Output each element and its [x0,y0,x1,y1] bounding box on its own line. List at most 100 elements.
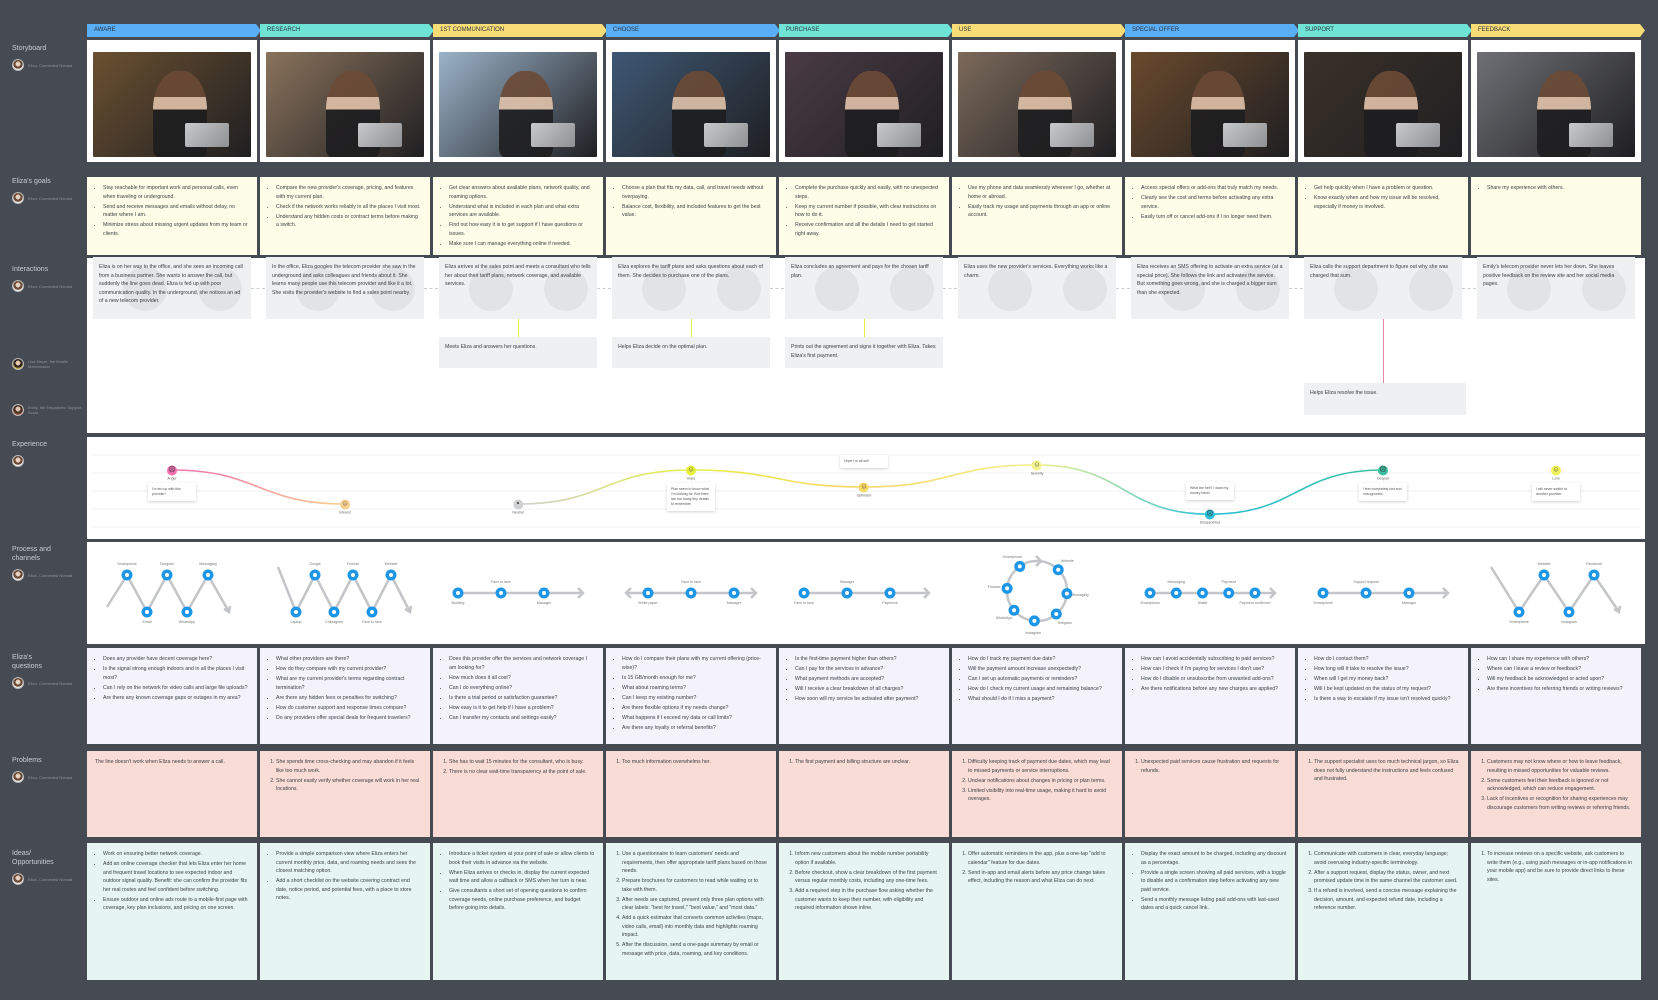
goal-card-item: Get clear answers about available plans,… [449,184,595,201]
ghost-icon [123,267,167,311]
stage-1st-communication[interactable]: 1ST COMMUNICATION [433,24,607,37]
emotion-label: Hope [686,476,696,481]
ghost-icon [1507,267,1551,311]
ideas-row: Work on ensuring better network coverage… [87,843,1641,980]
connector-line [1289,288,1303,289]
stage-feedback[interactable]: FEEDBACK [1471,24,1645,37]
idea-card-item: Add a short checklist on the website cov… [276,877,422,903]
channel-label: Friends [347,562,359,566]
idea-card-item: Inform new customers about the mobile nu… [795,850,941,867]
row-label-emily: Emily, the Empathetic Support Scout [12,398,84,416]
channel-label: Website [384,562,398,566]
emotion-point[interactable]: ☺Serenity [1031,460,1043,475]
interaction-card-eliza[interactable]: Eliza uses the new provider's services. … [958,257,1116,319]
interaction-card-eliza[interactable]: Eliza explores the tariff plans and asks… [612,257,770,319]
storyboard-photo [439,52,597,157]
idea-card-item: Add a quick estimator that converts comm… [622,914,768,940]
connector-line [1116,288,1130,289]
interaction-text: Eliza explores the tariff plans and asks… [618,264,763,279]
idea-card-item: Provide a simple comparison view where E… [276,850,422,876]
goal-card-item: Complete the purchase quickly and easily… [795,184,941,201]
connector-line [251,288,265,289]
interaction-card-lisa[interactable]: Meets Eliza and answers her questions. [439,337,597,368]
question-card-item: Does any provider have decent coverage h… [103,655,249,664]
storyboard-photo [1477,52,1635,157]
interaction-card-eliza[interactable]: In the office, Eliza googles the telecom… [266,257,424,319]
channel-label: Instagram [1561,620,1577,624]
interaction-card-lisa[interactable]: Prints out the agreement and signs it to… [785,337,943,368]
emotion-point[interactable]: ☺Interest [339,499,351,515]
interaction-card-eliza[interactable]: Eliza concludes an agreement and pays fo… [785,257,943,319]
emotion-point[interactable]: ☹Disappointed [1199,509,1221,525]
connector-line [1462,288,1476,289]
question-card-item: What happens if I exceed my data or call… [622,714,768,723]
emotion-label: Despair [1376,476,1390,481]
stage-special-offer[interactable]: SPECIAL OFFER [1125,24,1299,37]
interaction-card-eliza[interactable]: Eliza calls the support department to fi… [1304,257,1462,319]
stage-choose[interactable]: CHOOSE [606,24,780,37]
stage-purchase[interactable]: PURCHASE [779,24,953,37]
goal-card-list: Get clear answers about available plans,… [441,184,595,248]
emotion-point[interactable]: ☹Anger [167,465,177,481]
question-card-list: How can I avoid accidentally subscribing… [1133,655,1287,694]
emotion-label: Neutral [512,510,524,515]
question-card-item: Is the signal strong enough indoors and … [103,665,249,682]
goal-card-item: Know exactly when and how my issue will … [1314,194,1460,211]
goal-card-list: Share my experience with others. [1479,184,1633,193]
problem-card-item: Unclear notifications about changes in p… [968,777,1114,786]
avatar-eliza [12,280,24,292]
emotion-point[interactable]: ☹Despair [1376,465,1390,481]
channel-label: Facebook [1586,562,1602,566]
channel-label: Colleagues [325,620,343,624]
problem-card-item: Customers may not know where or how to l… [1487,758,1633,775]
row-label-lisa: Lisa Meyer, the Mobile Matchmaker [12,352,84,370]
stage-use[interactable]: USE [952,24,1126,37]
idea-card-item: Add an online coverage checker that lets… [103,860,249,894]
interaction-card-eliza[interactable]: Emily's telecom provider never lets her … [1477,257,1635,319]
device-icon [530,123,575,147]
stage-research[interactable]: RESEARCH [260,24,434,37]
channel-label: Messaging [1167,580,1185,584]
emotion-point[interactable]: ☺Hope [686,465,696,481]
goal-card: Compare the new provider's coverage, pri… [260,177,430,255]
emotion-label: Disappointed [1199,520,1221,525]
emotion-point[interactable]: ☺Love [1551,465,1561,481]
avatar-eliza [12,873,24,885]
storyboard-card [952,40,1122,162]
stage-aware[interactable]: AWARE [87,24,261,37]
interaction-text: Eliza calls the support department to fi… [1310,264,1449,279]
connector-line [943,288,957,289]
problem-card: Customers may not know where or how to l… [1471,751,1641,837]
row-label-ideas: Ideas/ Opportunities Eliza, Connected No… [12,849,84,885]
ghost-icon [717,267,761,311]
emotion-point[interactable]: •Neutral [512,499,524,515]
question-card-item: Is 15 GB/month enough for me? [622,674,768,683]
device-icon [1222,123,1267,147]
problem-card-list: Too much information overwhelms her. [614,758,768,767]
channel-label: Support request [1353,580,1379,584]
channel-label: Face to face [362,620,382,624]
channel-label: Face to face [491,580,511,584]
interaction-card-eliza[interactable]: Eliza is on her way to the office, and s… [93,257,251,319]
goal-card-item: Stay reachable for important work and pe… [103,184,249,201]
question-card-item: Can I pay for the services in advance? [795,665,941,674]
interaction-text: Eliza uses the new provider's services. … [964,264,1108,279]
goal-card-list: Complete the purchase quickly and easily… [787,184,941,238]
interaction-card-eliza[interactable]: Eliza arrives at the sales point and mee… [439,257,597,319]
problem-card-item: The first payment and billing structure … [795,758,941,767]
stage-support[interactable]: SUPPORT [1298,24,1472,37]
emotion-point[interactable]: ☺Optimism [857,482,871,498]
question-card-item: Are there any loyalty or referral benefi… [622,724,768,733]
interaction-card-lisa[interactable]: Helps Eliza decide on the optimal plan. [612,337,770,368]
problem-card-item: There is no clear wait-time transparency… [449,768,595,777]
question-card-list: How can I share my experience with other… [1479,655,1633,694]
emotion-face-icon: ☹ [167,465,177,476]
idea-card-item: If a refund is involved, send a concise … [1314,887,1460,913]
idea-card: Offer automatic reminders in the app, pl… [952,843,1122,980]
question-card-item: How do I check my current usage and rema… [968,685,1114,694]
interaction-card-eliza[interactable]: Eliza receives an SMS offering to activa… [1131,257,1289,319]
interaction-card-emily[interactable]: Helps Eliza resolve the issue. [1304,383,1466,415]
goal-card-item: Use my phone and data seamlessly whereve… [968,184,1114,201]
idea-card-item: Display the exact amount to be charged, … [1141,850,1287,867]
